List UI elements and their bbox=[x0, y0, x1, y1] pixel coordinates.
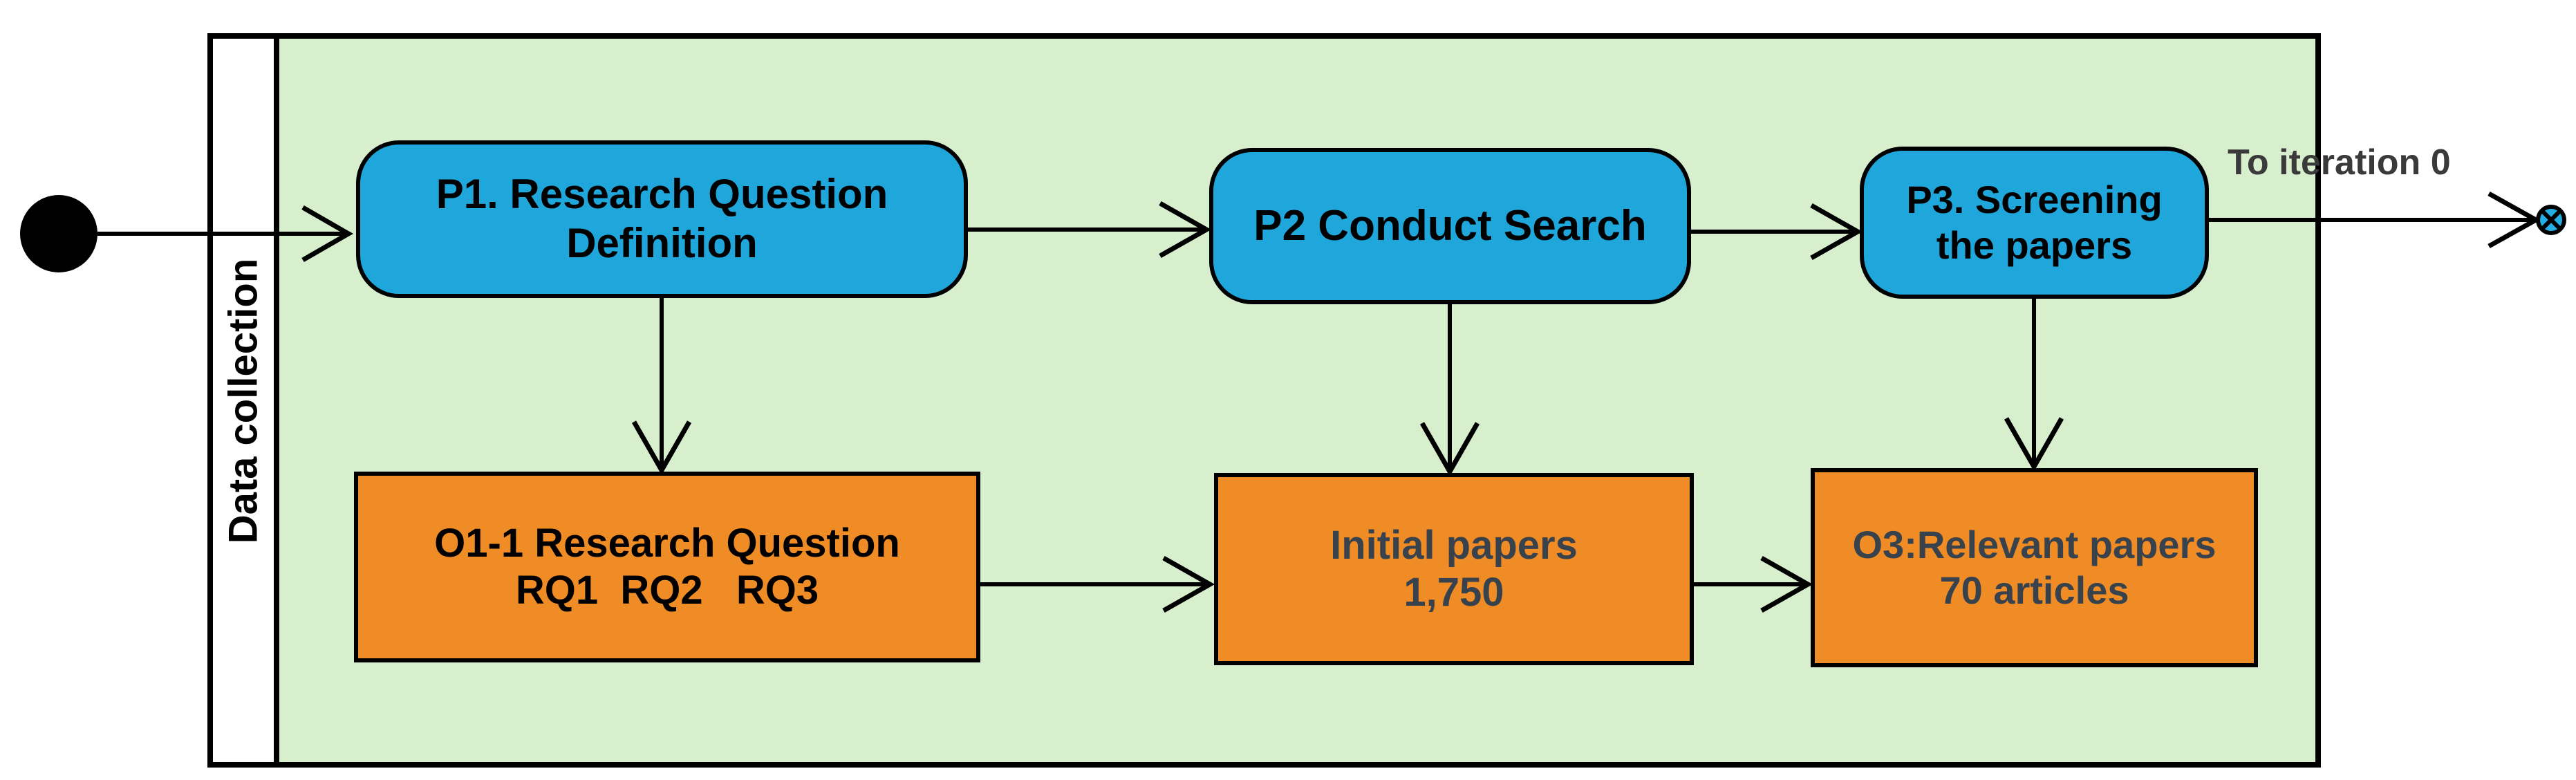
flow-final-node bbox=[2536, 205, 2566, 235]
lane-divider bbox=[274, 39, 279, 762]
activity-p1-line1: P1. Research Question bbox=[436, 171, 888, 218]
edge-p1-o1 bbox=[631, 298, 692, 476]
activity-p3-screening-papers: P3. Screening the papers bbox=[1860, 147, 2209, 299]
edge-start-p1 bbox=[97, 205, 354, 263]
activity-p3-line1: P3. Screening bbox=[1906, 177, 2163, 221]
edge-p1-p2 bbox=[968, 201, 1212, 259]
activity-p1-line2: Definition bbox=[566, 220, 758, 266]
partition-frame bbox=[207, 33, 2321, 768]
object-o1-line2: RQ1 RQ2 RQ3 bbox=[515, 568, 819, 613]
to-iteration-0-label: To iteration 0 bbox=[2228, 142, 2451, 183]
object-o1-research-questions: O1-1 Research Question RQ1 RQ2 RQ3 bbox=[354, 472, 980, 662]
edge-p2-p3 bbox=[1691, 203, 1863, 261]
initial-node bbox=[20, 195, 97, 272]
edge-p3-o3 bbox=[2004, 299, 2064, 472]
object-o1-line1: O1-1 Research Question bbox=[434, 520, 900, 566]
activity-p3-line2: the papers bbox=[1936, 223, 2133, 267]
edge-p2-initial bbox=[1419, 304, 1480, 477]
activity-p2-conduct-search: P2 Conduct Search bbox=[1209, 148, 1691, 304]
object-o3-line1: O3:Relevant papers bbox=[1852, 522, 2216, 566]
edge-o1-initial bbox=[980, 555, 1215, 613]
activity-p1-research-question-definition: P1. Research Question Definition bbox=[356, 140, 968, 298]
object-initial-line1: Initial papers bbox=[1330, 522, 1578, 568]
activity-p2-line1: P2 Conduct Search bbox=[1253, 202, 1647, 250]
edge-initial-o3 bbox=[1694, 555, 1813, 613]
lane-label: Data collection bbox=[221, 258, 266, 544]
object-o3-relevant-papers: O3:Relevant papers 70 articles bbox=[1811, 468, 2258, 667]
object-initial-line2: 1,750 bbox=[1403, 570, 1504, 615]
object-initial-papers: Initial papers 1,750 bbox=[1214, 473, 1694, 665]
object-o3-line2: 70 articles bbox=[1939, 568, 2129, 612]
edge-p3-end bbox=[2209, 191, 2541, 249]
